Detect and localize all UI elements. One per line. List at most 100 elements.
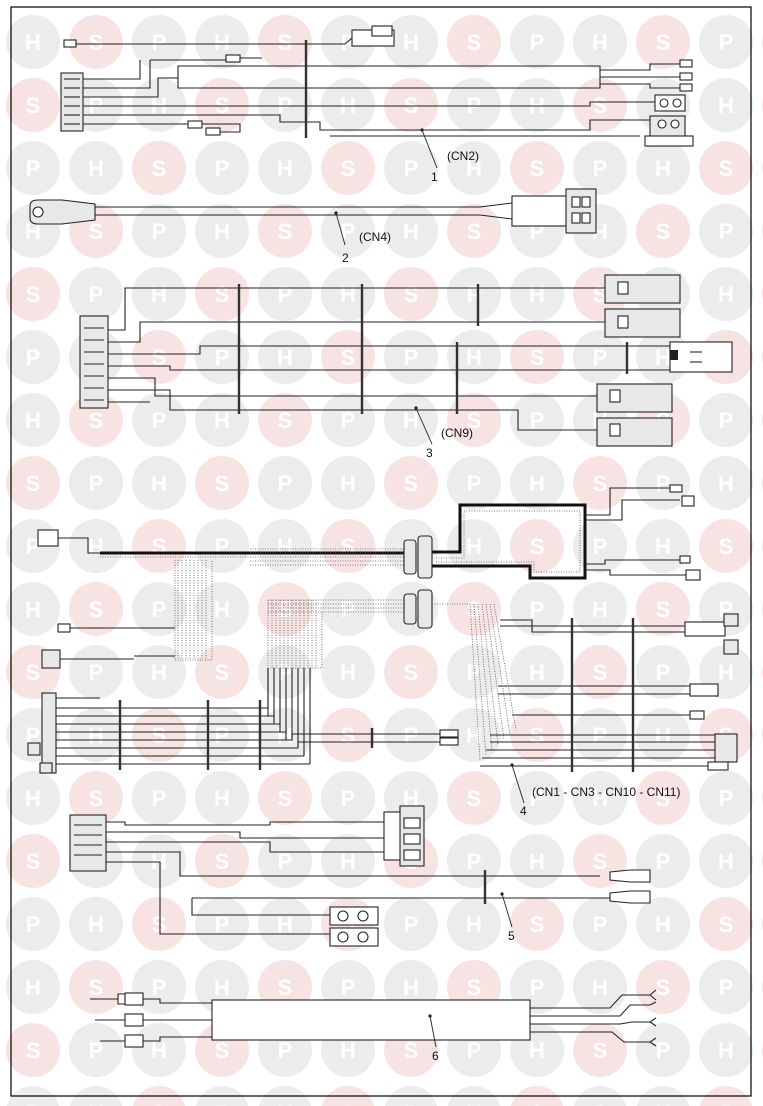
watermark-letter: P <box>530 30 545 55</box>
watermark-letter: S <box>530 1101 545 1106</box>
watermark-badge: H <box>510 456 564 510</box>
watermark-letter: H <box>403 408 419 433</box>
watermark-badge: S <box>699 141 753 195</box>
watermark-letter: H <box>718 282 734 307</box>
watermark-badge: S <box>699 897 753 951</box>
watermark-letter: P <box>656 849 671 874</box>
watermark-letter: H <box>151 660 167 685</box>
watermark-letter: S <box>719 912 734 937</box>
watermark-letter: P <box>89 660 104 685</box>
harness-2-connector-label: (CN4) <box>359 230 391 244</box>
watermark-badge: S <box>447 582 501 636</box>
watermark-letter: S <box>719 534 734 559</box>
watermark-letter: S <box>215 1038 230 1063</box>
watermark-badge: H <box>195 393 249 447</box>
watermark-badge: H <box>636 897 690 951</box>
watermark-letter: H <box>466 345 482 370</box>
watermark-badge: H <box>321 834 375 888</box>
watermark-letter: H <box>151 1038 167 1063</box>
harness-2-right-connector <box>511 188 597 234</box>
watermark-badge: S <box>384 78 438 132</box>
watermark-letter: P <box>215 723 230 748</box>
watermark-letter: P <box>341 219 356 244</box>
watermark-badge: H <box>321 456 375 510</box>
watermark-badge: H <box>384 393 438 447</box>
watermark-letter: S <box>656 597 671 622</box>
watermark-badge: P <box>132 960 186 1014</box>
watermark-letter: S <box>26 849 41 874</box>
harness-1-left-connector <box>60 72 84 132</box>
watermark-badge: S <box>6 456 60 510</box>
watermark-letter: P <box>89 282 104 307</box>
watermark-letter: S <box>278 30 293 55</box>
watermark-letter: P <box>26 345 41 370</box>
watermark-letter: P <box>467 660 482 685</box>
watermark-letter: S <box>530 345 545 370</box>
watermark-letter: P <box>467 849 482 874</box>
watermark-badge: P <box>447 834 501 888</box>
watermark-badge: P <box>699 771 753 825</box>
watermark-letter: P <box>593 912 608 937</box>
watermark-badge: S <box>573 78 627 132</box>
watermark-letter: S <box>89 408 104 433</box>
watermark-badge: H <box>384 15 438 69</box>
watermark-badge: S <box>510 141 564 195</box>
harness-5-number: 5 <box>508 929 515 943</box>
watermark-letter: P <box>26 912 41 937</box>
harness-1: (CN2) 1 <box>60 25 694 184</box>
watermark-badge: H <box>258 141 312 195</box>
watermark-badge: P <box>132 393 186 447</box>
watermark-letter: S <box>26 93 41 118</box>
watermark-letter: P <box>467 471 482 496</box>
watermark-letter: P <box>656 471 671 496</box>
watermark-letter: S <box>26 660 41 685</box>
watermark-badge: S <box>447 15 501 69</box>
watermark-letter: H <box>655 534 671 559</box>
harness-1-number: 1 <box>431 170 438 184</box>
watermark-badge: H <box>258 897 312 951</box>
watermark-letter: H <box>277 345 293 370</box>
watermark-badge: S <box>573 456 627 510</box>
watermark-badge: P <box>69 1023 123 1077</box>
harness-3-connector-c <box>669 341 733 373</box>
watermark-badge: S <box>573 1023 627 1077</box>
watermark-badge: P <box>132 771 186 825</box>
watermark-badge: S <box>258 393 312 447</box>
watermark-letter: S <box>152 345 167 370</box>
watermark-badge: S <box>69 15 123 69</box>
watermark-letter: P <box>404 345 419 370</box>
harness-5: 5 <box>69 805 651 947</box>
watermark-letter: H <box>466 912 482 937</box>
watermark-letter: S <box>89 597 104 622</box>
watermark-letter: S <box>719 156 734 181</box>
harness-4: (CN1 - CN3 - CN10 - CN11) 4 <box>27 484 739 818</box>
watermark-letter: H <box>592 30 608 55</box>
watermark-badge: S <box>699 519 753 573</box>
watermark-letter: S <box>530 156 545 181</box>
harness-3: (CN9) 3 <box>79 274 733 460</box>
watermark-letter: H <box>25 975 41 1000</box>
harness-3-connector-label: (CN9) <box>441 426 473 440</box>
watermark-letter: P <box>215 345 230 370</box>
watermark-letter: H <box>88 912 104 937</box>
watermark-badge: P <box>6 330 60 384</box>
watermark-letter: P <box>26 156 41 181</box>
watermark-letter: S <box>89 975 104 1000</box>
watermark-letter: H <box>151 471 167 496</box>
watermark-badge: S <box>321 141 375 195</box>
watermark-letter: P <box>215 1101 230 1106</box>
watermark-letter: P <box>278 1038 293 1063</box>
watermark-letter: P <box>719 786 734 811</box>
watermark-letter: P <box>593 345 608 370</box>
harness-2-left-plug <box>29 199 96 225</box>
watermark-badge: H <box>699 1023 753 1077</box>
watermark-badge: P <box>573 141 627 195</box>
watermark-badge: P <box>321 582 375 636</box>
watermark-letter: S <box>530 912 545 937</box>
watermark-letter: S <box>278 975 293 1000</box>
watermark-badge: H <box>6 15 60 69</box>
watermark-letter: P <box>404 156 419 181</box>
watermark-letter: H <box>340 660 356 685</box>
watermark-badge: S <box>447 204 501 258</box>
watermark-badge: S <box>69 960 123 1014</box>
